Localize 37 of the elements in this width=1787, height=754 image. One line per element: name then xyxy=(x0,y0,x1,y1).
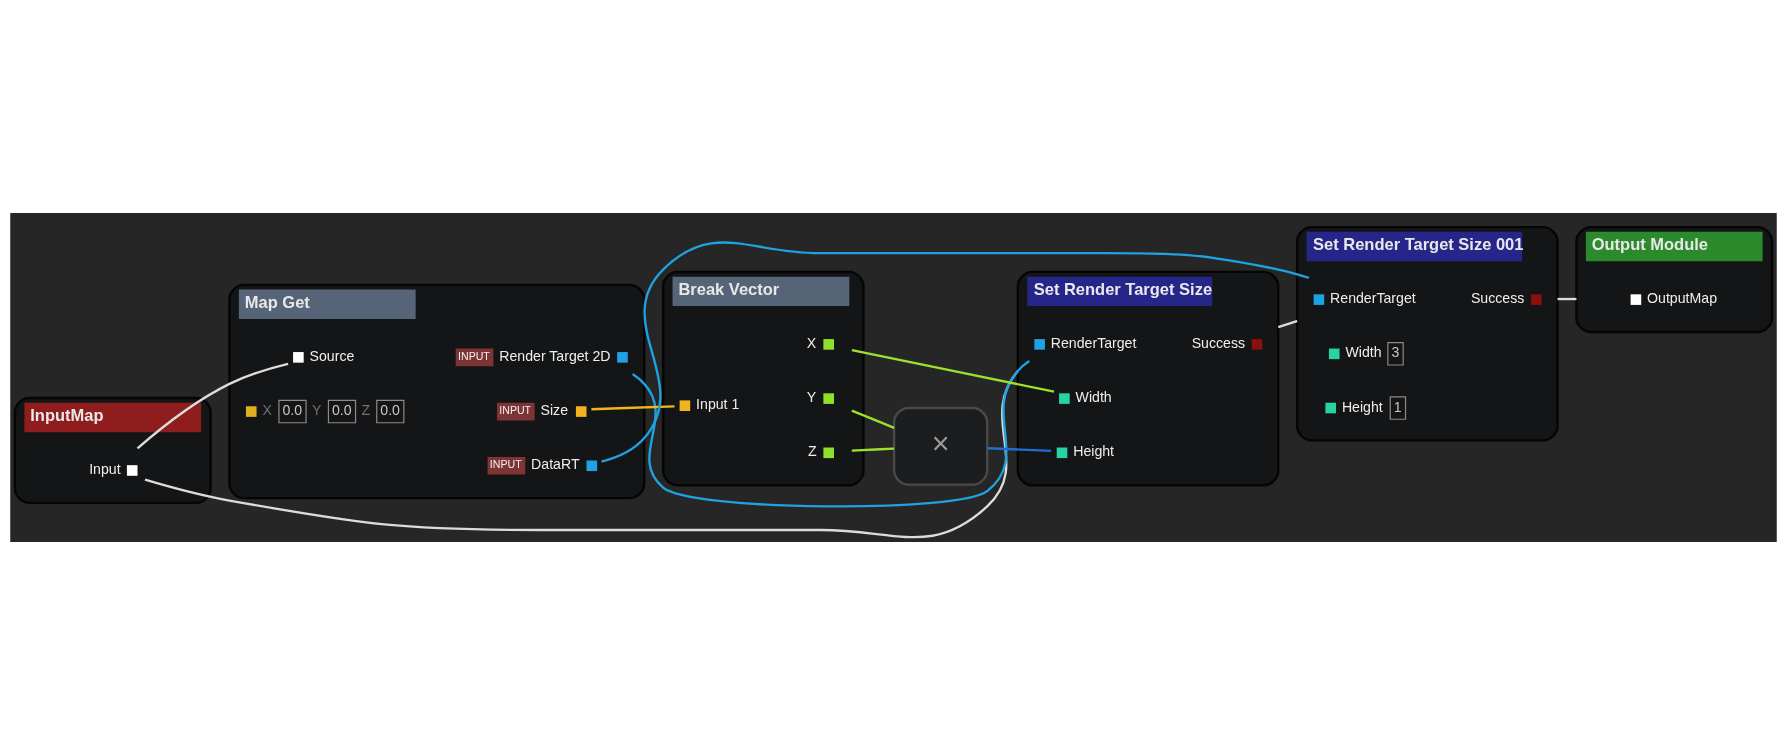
node-box xyxy=(1034,338,1045,350)
connector xyxy=(1277,319,1298,328)
node-box xyxy=(823,338,834,350)
connector xyxy=(591,404,675,410)
node-box xyxy=(1251,338,1263,350)
node-box xyxy=(679,399,691,411)
node-label: Success xyxy=(1191,334,1246,351)
node-box xyxy=(823,392,834,404)
node-box xyxy=(1630,293,1642,305)
node-box xyxy=(1056,447,1068,458)
node-label: OutputMap xyxy=(1647,289,1718,306)
node-label: Width xyxy=(1075,388,1112,405)
node-label: X xyxy=(806,334,817,351)
connector xyxy=(851,348,1055,393)
node-label: Z xyxy=(808,442,817,459)
node-label: Success xyxy=(1470,289,1525,306)
node-box xyxy=(126,464,138,476)
node-box xyxy=(1531,293,1542,305)
node-box xyxy=(823,447,834,458)
node-label: Source xyxy=(309,347,355,364)
node-label: Y xyxy=(806,388,817,405)
node-box xyxy=(293,351,304,363)
connector xyxy=(851,409,895,429)
connector xyxy=(601,240,1310,463)
node-box xyxy=(1059,392,1070,404)
node-label: Height xyxy=(1073,442,1115,459)
connector xyxy=(1557,297,1577,300)
connector xyxy=(851,446,895,452)
node-label: RenderTarget xyxy=(1330,289,1416,306)
node-label: Input xyxy=(89,460,121,477)
connector xyxy=(987,446,1052,452)
node-box xyxy=(1313,293,1325,305)
node-box: × xyxy=(892,406,989,486)
node-label: RenderTarget xyxy=(1050,334,1137,351)
connector xyxy=(136,362,289,449)
node-label: Input 1 xyxy=(696,395,740,412)
connector xyxy=(631,359,1030,508)
